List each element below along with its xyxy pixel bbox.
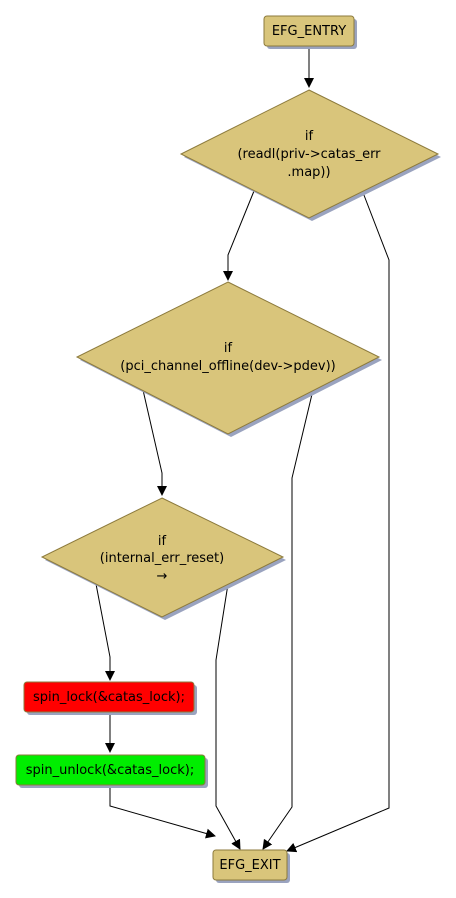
spin-lock-node: spin_lock(&catas_lock);	[23, 681, 197, 715]
decision-internal-err-reset-line1: if	[158, 534, 167, 549]
decision-catas-err-line3: .map))	[287, 165, 330, 180]
spin-lock-label: spin_lock(&catas_lock);	[33, 690, 185, 705]
decision-catas-err-line2: (readl(priv->catas_err	[237, 147, 381, 162]
decision-node-internal-err-reset: if (internal_err_reset) →	[40, 497, 286, 620]
decision-internal-err-reset-line3: →	[157, 569, 168, 584]
edge-if2-to-if3	[142, 389, 167, 496]
decision-internal-err-reset-line2: (internal_err_reset)	[100, 551, 224, 566]
entry-node: EFG_ENTRY	[263, 15, 357, 49]
edge-unlock-to-exit	[109, 786, 216, 839]
decision-node-pci-offline: if (pci_channel_offline(dev->pdev))	[75, 281, 382, 437]
edge-if3-to-exit	[215, 583, 241, 850]
entry-label: EFG_ENTRY	[272, 24, 346, 39]
decision-node-catas-err: if (readl(priv->catas_err .map))	[179, 89, 441, 221]
exit-node: EFG_EXIT	[212, 849, 290, 883]
exit-label: EFG_EXIT	[219, 858, 280, 873]
decision-pci-offline-line2: (pci_channel_offline(dev->pdev))	[120, 359, 335, 374]
edge-if1-to-exit	[286, 189, 390, 853]
edge-if3-to-lock	[95, 583, 115, 681]
edge-if2-to-exit	[262, 389, 314, 850]
decision-catas-err-line1: if	[305, 129, 314, 144]
spin-unlock-label: spin_unlock(&catas_lock);	[26, 763, 194, 778]
edges	[95, 45, 390, 853]
decision-pci-offline-line1: if	[224, 341, 233, 356]
edge-if1-to-if2	[223, 190, 255, 281]
spin-unlock-node: spin_unlock(&catas_lock);	[15, 754, 208, 788]
